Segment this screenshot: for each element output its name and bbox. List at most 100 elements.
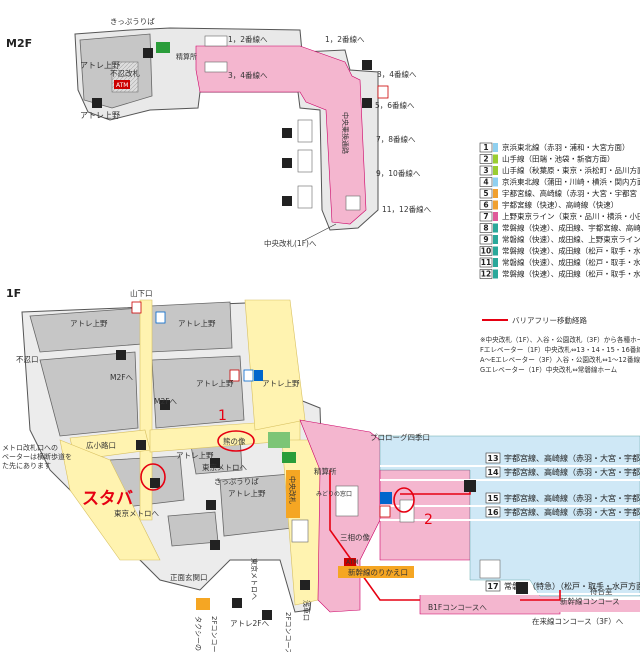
legend-barrier-text: バリアフリー移動経路 <box>512 315 587 325</box>
platform-text: 常磐線（特急）（松戸・取手・水戸方面） <box>504 581 640 591</box>
m2f-to-platform-78: 7，8番線へ <box>376 134 416 144</box>
f1-seisan: 精算所 <box>314 466 337 476</box>
f1-atre-b: アトレ上野 <box>178 319 216 328</box>
f1-atre-d: アトレ上野 <box>262 379 300 388</box>
f1-platform-17-bar <box>470 600 640 612</box>
m2f-escalator-icons <box>92 48 372 206</box>
legend-text: 常磐線（快速）、成田線（松戸・取手・水戸・成田方面） <box>502 246 640 256</box>
f1-midori: みどりの窓口 <box>316 490 352 498</box>
f1-to-metro-b: 東京メトロへ <box>114 508 159 518</box>
legend-number-box <box>479 234 493 245</box>
f1-escalator-icons <box>116 350 310 620</box>
legend-text: 常磐線（快速）、成田線、上野東京ライン <box>502 234 640 244</box>
legend-color-swatch <box>493 177 498 187</box>
legend-text: 京浜東北線（赤羽・浦和・大宮方面） <box>502 142 630 152</box>
annotation-circle-panda <box>217 430 255 452</box>
legend-number: 4 <box>483 178 488 187</box>
annotation-number-2: 2 <box>424 512 433 528</box>
legend-color-swatch <box>493 154 498 164</box>
f1-promenade: プロローグ四季口 <box>370 432 430 442</box>
f1-atre-f: アトレ上野 <box>228 489 266 498</box>
f1-shop-blocks <box>29 301 293 547</box>
legend-color-swatch <box>493 223 498 233</box>
legend-number: 1 <box>483 143 488 152</box>
f1-to-m2f-b: M2Fへ <box>154 397 178 406</box>
legend-row: 9 常磐線（快速）、成田線、上野東京ライン <box>479 234 640 245</box>
platform-number-box <box>485 452 501 464</box>
legend-number: 7 <box>483 212 488 221</box>
legend-number: 9 <box>483 235 488 244</box>
platform-number-box <box>485 580 501 592</box>
legend-note-line: Fエレベーター（1F）中央改札⇔13・14・15・16番線ホーム <box>480 345 640 354</box>
starbucks-annotation: スタバ <box>82 489 133 509</box>
m2f-to-platform-910: 9，10番線へ <box>376 168 421 178</box>
legend-color-swatch <box>493 269 498 279</box>
legend-number-box <box>479 211 493 222</box>
m2f-atm-label: ATM <box>116 82 128 89</box>
legend-number: 5 <box>483 189 488 198</box>
legend-text: 常磐線（快速）、成田線（松戸・取手・水戸・成田方面） <box>502 269 640 279</box>
legend-color-swatch <box>493 143 498 152</box>
f1-green-marker <box>268 432 290 448</box>
legend-note-line: Gエレベーター（1F）中央改札⇔常磐線ホーム <box>480 365 618 374</box>
platform-number: 15 <box>487 494 499 503</box>
legend-number: 6 <box>483 201 488 210</box>
legend-number-box <box>479 257 493 268</box>
m2f-kippu: きっぷうりば <box>110 17 155 26</box>
legend-text: 宇都宮線（快速）、高崎線（快速） <box>502 200 618 210</box>
f1-front-entrance: 正面玄関口 <box>170 572 208 582</box>
m2f-fusei-gate: 不忍改札 <box>110 68 140 78</box>
m2f-atm-icon <box>114 80 130 89</box>
f1-sansou-statue: 三相の像 <box>340 532 370 542</box>
f1-asakusa-exit: 浅草口 <box>302 600 311 621</box>
legend-row: 7 上野東京ライン（東京・品川・横浜・小田原・熱海方面） <box>479 211 640 222</box>
f1-kippu: きっぷうりば <box>214 477 259 486</box>
f1-yamashita-exit: 山下口 <box>130 288 153 298</box>
m2f-stairs <box>204 35 361 211</box>
f1-atm: ATM <box>346 559 358 566</box>
platform-text: 宇都宮線、高崎線（赤羽・大宮・宇都宮・高崎方面） <box>504 507 640 517</box>
legend-number-box <box>479 269 493 279</box>
annotation-circle-starbucks <box>140 463 166 491</box>
f1-hirokoji-exit: 広小路口 <box>86 440 116 450</box>
annotation-number-1: 1 <box>218 408 227 424</box>
f1-to-b1f: B1Fコンコースへ <box>428 603 487 612</box>
legend-color-swatch <box>493 200 498 210</box>
floor-label-1f: 1F <box>6 287 21 300</box>
f1-central-gate-bar <box>286 470 300 518</box>
f1-panda-statue: 熊の像 <box>223 436 246 446</box>
m2f-to-platform-12b: 1，2番線へ <box>325 34 365 44</box>
legend-number-box <box>479 154 493 164</box>
legend-number-box <box>479 246 493 256</box>
platform-text: 宇都宮線、高崎線（赤羽・大宮・宇都宮・高崎方面） <box>504 467 640 477</box>
legend-notes: ※中央改札（1F）、入谷・公園改札（3F）から各種ホーム・改札へFエレベーター（… <box>480 335 640 374</box>
barrier-free-route-c <box>520 590 561 601</box>
f1-to-atre-2f: アトレ2Fへ <box>230 619 270 628</box>
m2f-to-chuo-1f: 中央改札(1F)へ <box>264 238 317 248</box>
f1-metro-note: メトロ改札口へのベーターは横断歩道をた先にあります <box>2 443 72 470</box>
f1-to-metro-c: 東京メトロへ <box>250 558 259 600</box>
legend-color-swatch <box>493 212 498 221</box>
m2f-exit-sign <box>156 42 170 53</box>
legend-number: 3 <box>483 166 488 175</box>
legend-text: 上野東京ライン（東京・品川・横浜・小田原・熱海方面） <box>502 211 640 221</box>
f1-to-m2f-a: M2Fへ <box>110 373 134 382</box>
legend-note-line: A〜Eエレベーター（3F）入谷・公園改札⇔1〜12番線ホーム <box>480 355 640 364</box>
f1-walkways <box>59 299 323 606</box>
platform-text: 宇都宮線、高崎線（赤羽・大宮・宇都宮・高崎方面） <box>504 453 640 463</box>
f1-facility-icons <box>131 301 528 610</box>
m2f-atre-1: アトレ上野 <box>80 61 120 70</box>
legend-row: 6 宇都宮線（快速）、高崎線（快速） <box>479 200 618 210</box>
m2f-to-platform-12a: 1，2番線へ <box>228 34 268 44</box>
legend-number-box <box>479 188 493 199</box>
legend-number-box <box>479 223 493 233</box>
